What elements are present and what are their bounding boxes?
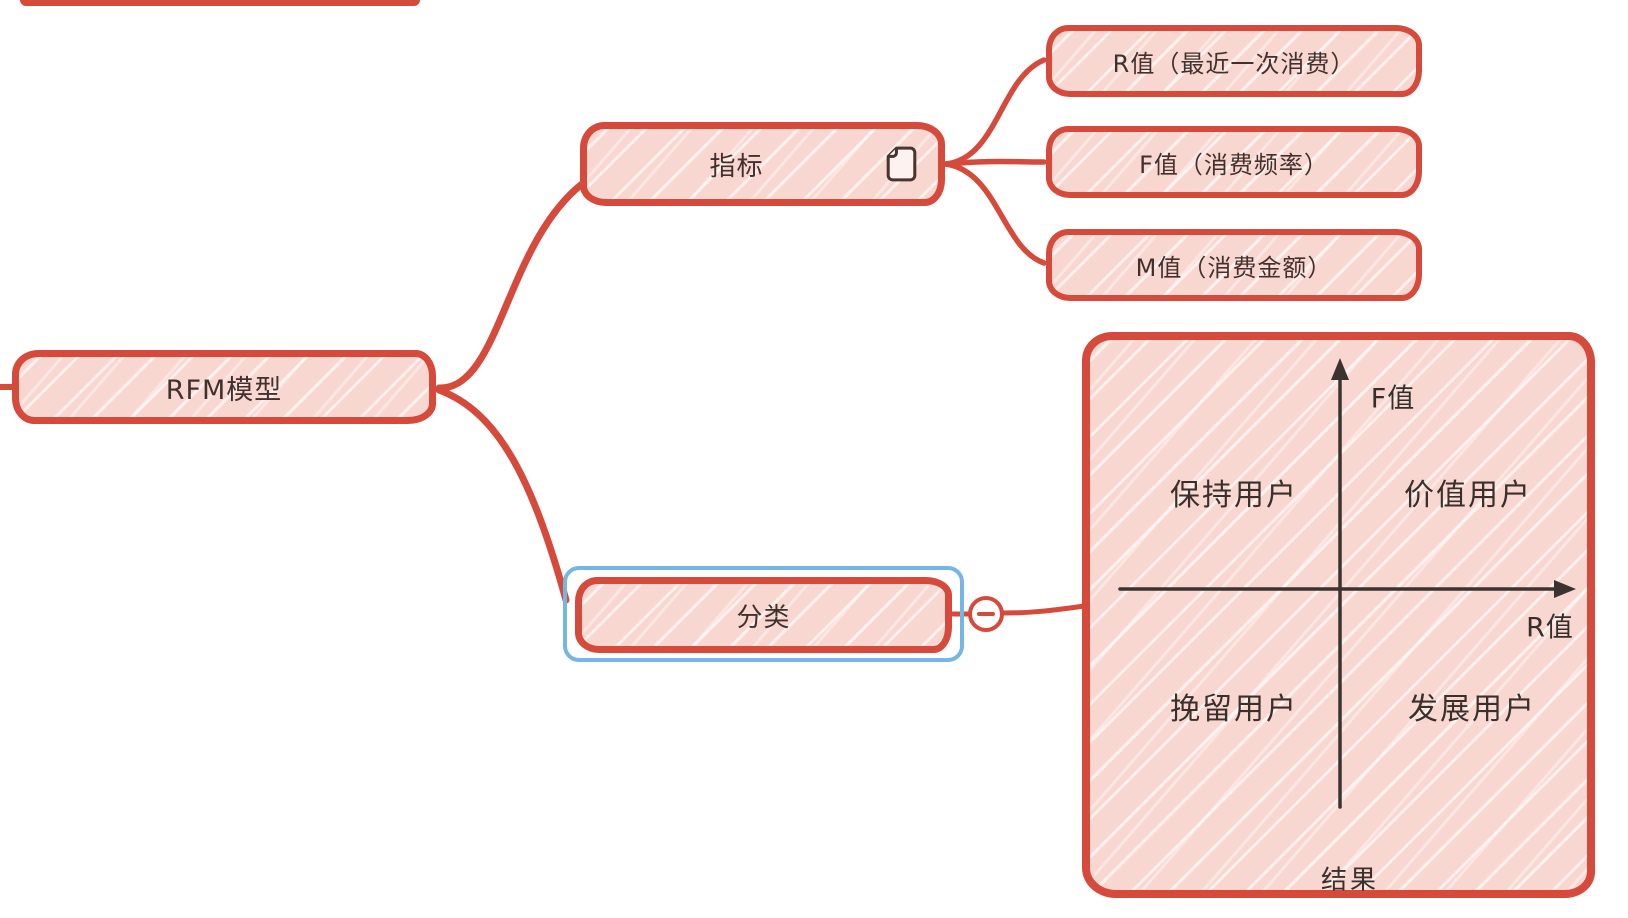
clipped-node-top [20,0,420,6]
y-axis-label: F值 [1370,383,1416,415]
quadrant-axes [1118,358,1576,809]
quadrant-bottom-left-label: 挽留用户 [1170,692,1298,727]
quadrant-top-right-label: 价值用户 [1404,478,1532,513]
y-axis-arrowhead [1331,358,1349,380]
node-r-value[interactable]: R值（最近一次消费） [1046,25,1422,97]
edge-indicator-to-m [943,161,1047,266]
collapse-button[interactable] [968,596,1004,632]
edge-root-to-indicator [435,180,586,392]
root-label: RFM模型 [165,374,283,406]
node-indicator[interactable]: 指标 [580,122,945,206]
classify-label: 分类 [736,602,791,633]
note-icon[interactable] [885,145,918,183]
indicator-label: 指标 [709,151,764,182]
edge-collapse-to-quadrant [1000,603,1087,616]
edge-indicator-to-r [943,57,1047,167]
x-axis-arrowhead [1554,580,1576,598]
quadrant-top-left-label: 保持用户 [1170,478,1298,513]
x-axis-label: R值 [1526,612,1574,644]
quadrant-bottom-right-label: 发展用户 [1408,692,1536,727]
r-value-label: R值（最近一次消费） [1112,49,1356,78]
minus-icon [977,612,995,616]
node-quadrant-chart[interactable]: F值 R值 保持用户 价值用户 挽留用户 发展用户 结果 [1082,332,1595,898]
node-f-value[interactable]: F值（消费频率） [1046,126,1422,198]
node-classify[interactable]: 分类 [575,577,952,653]
node-root[interactable]: RFM模型 [12,350,436,424]
quadrant-caption: 结果 [1320,865,1380,896]
edge-indicator-to-f [943,158,1047,167]
edge-root-to-classify [435,386,570,604]
selection-outline [563,566,964,662]
m-value-label: M值（消费金额） [1135,253,1333,282]
f-value-label: F值（消费频率） [1139,150,1329,179]
node-m-value[interactable]: M值（消费金额） [1046,229,1422,301]
